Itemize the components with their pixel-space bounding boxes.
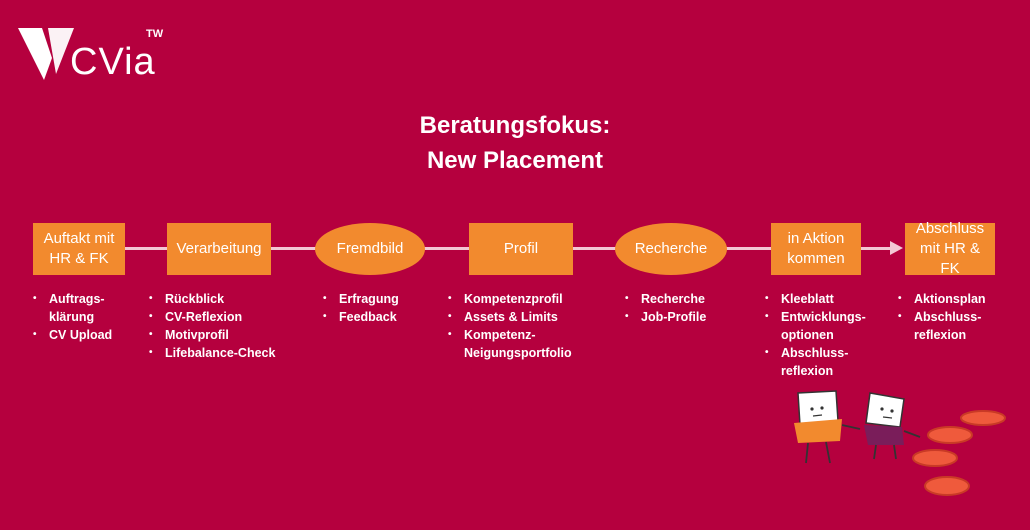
- list-item: optionen: [781, 328, 834, 342]
- list-item: Kompetenzprofil: [448, 290, 572, 308]
- logo-v-mark-icon: [18, 28, 74, 80]
- page-title: Beratungsfokus: New Placement: [0, 108, 1030, 178]
- step-recherche: Recherche: [615, 223, 727, 275]
- bullets-auftakt: Auftrags- klärung CV Upload: [33, 290, 112, 344]
- list-item: Assets & Limits: [448, 308, 572, 326]
- step-label: Verarbeitung: [176, 240, 262, 257]
- list-item: Kleeblatt: [765, 290, 866, 308]
- title-line-2: New Placement: [426, 147, 604, 174]
- figure-orange-icon: [794, 390, 861, 464]
- step-fremdbild: Fremdbild: [315, 223, 425, 275]
- connector-3: [424, 247, 470, 250]
- list-item: Auftrags-: [33, 290, 112, 308]
- stepping-stone: [912, 449, 958, 467]
- step-label: Profil: [503, 240, 539, 257]
- bullets-fremdbild: Erfragung Feedback: [323, 290, 399, 326]
- bullets-profil: Kompetenzprofil Assets & Limits Kompeten…: [448, 290, 572, 362]
- list-item: Neigungsportfolio: [464, 346, 572, 360]
- step-label: in Aktion kommen: [787, 230, 845, 267]
- list-item: klärung: [49, 310, 95, 324]
- list-item: Job-Profile: [625, 308, 706, 326]
- stepping-stone: [924, 476, 970, 496]
- connector-4: [572, 247, 616, 250]
- title-line-1: Beratungsfokus:: [419, 112, 611, 139]
- connector-5: [726, 247, 772, 250]
- list-item: Motivprofil: [149, 326, 275, 344]
- step-label: Recherche: [634, 240, 708, 257]
- stepping-stone: [960, 410, 1006, 426]
- list-item: Abschluss-: [765, 344, 866, 362]
- step-label: Auftakt mit HR & FK: [43, 230, 115, 267]
- list-item: Rückblick: [149, 290, 275, 308]
- step-label: Fremdbild: [336, 240, 404, 257]
- bullets-abschluss: Aktionsplan Abschluss- reflexion: [898, 290, 986, 344]
- step-auftakt: Auftakt mit HR & FK: [33, 223, 125, 275]
- connector-1: [124, 247, 168, 250]
- list-item: reflexion: [781, 364, 834, 378]
- step-verarbeitung: Verarbeitung: [167, 223, 271, 275]
- list-item: Entwicklungs-: [765, 308, 866, 326]
- arrow-head-icon: [890, 241, 903, 255]
- logo-trademark: TW: [146, 28, 164, 40]
- list-item: Recherche: [625, 290, 706, 308]
- list-item: Lifebalance-Check: [149, 344, 275, 362]
- list-item: Kompetenz-: [448, 326, 572, 344]
- connector-2: [270, 247, 316, 250]
- stepping-stone: [927, 426, 973, 444]
- bullets-in-aktion: Kleeblatt Entwicklungs- optionen Abschlu…: [765, 290, 866, 380]
- bullets-recherche: Recherche Job-Profile: [625, 290, 706, 326]
- logo-text: CVia: [70, 41, 156, 83]
- step-profil: Profil: [469, 223, 573, 275]
- step-label: Abschluss mit HR & FK: [915, 220, 985, 277]
- list-item: Erfragung: [323, 290, 399, 308]
- step-in-aktion-kommen: in Aktion kommen: [771, 223, 861, 275]
- list-item: Abschluss-: [898, 308, 986, 326]
- list-item: reflexion: [914, 328, 967, 342]
- connector-6: [860, 247, 892, 250]
- bullets-verarbeitung: Rückblick CV-Reflexion Motivprofil Lifeb…: [149, 290, 275, 362]
- stepping-stones-illustration: [794, 390, 1006, 496]
- figure-purple-icon: [864, 392, 921, 460]
- list-item: CV-Reflexion: [149, 308, 275, 326]
- list-item: Feedback: [323, 308, 399, 326]
- logo: CVia TW: [18, 26, 168, 86]
- list-item: Aktionsplan: [898, 290, 986, 308]
- step-abschluss: Abschluss mit HR & FK: [905, 220, 995, 277]
- list-item: CV Upload: [33, 326, 112, 344]
